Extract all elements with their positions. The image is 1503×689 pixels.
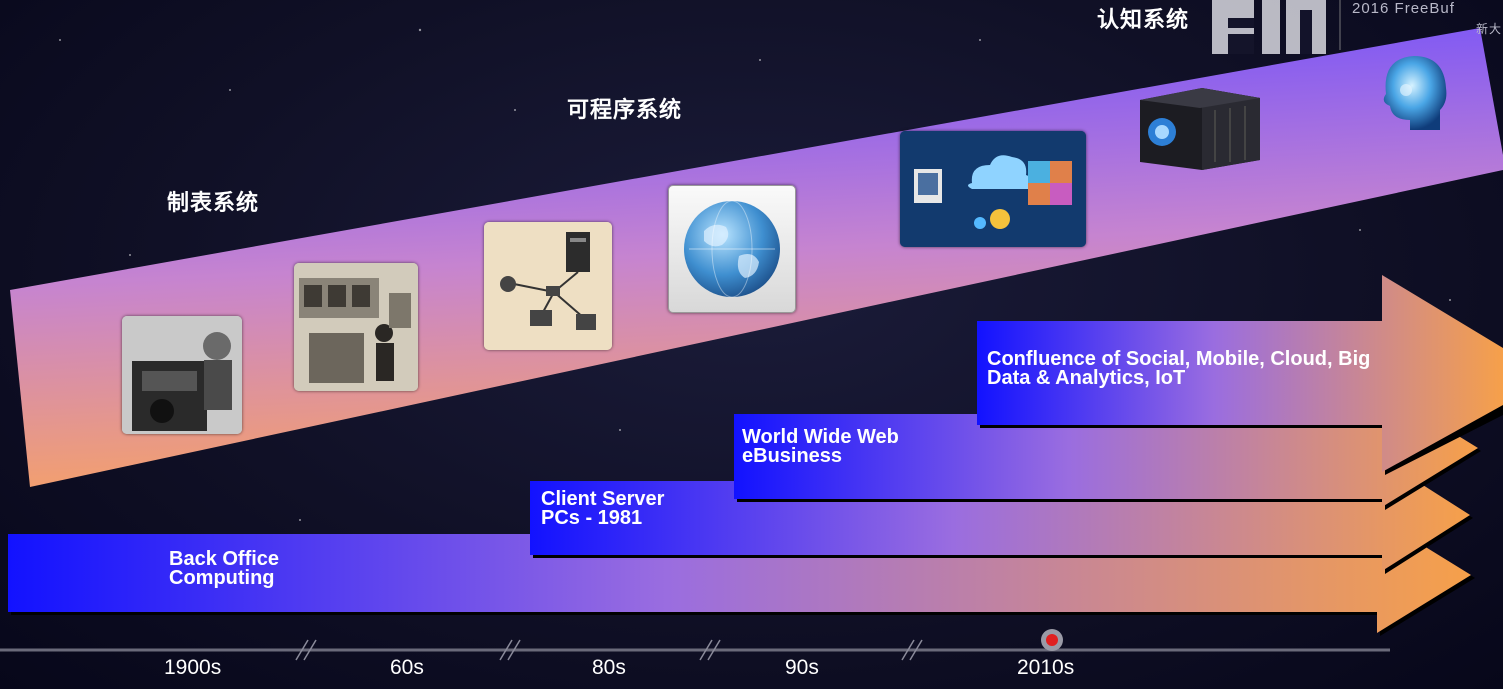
cloud-mobile-network-icon [900,131,1086,247]
arrow-label-confluence: Confluence of Social, Mobile, Cloud, Big… [987,348,1371,389]
era-label-programmable: 可程序系统 [567,98,683,123]
era-label-tabulating: 制表系统 [167,191,260,216]
arrow-label-back-office: Back Office Computing [169,548,280,589]
arrow-label-line: Data & Analytics, IoT [987,367,1186,389]
arrow-label-line: Back Office [169,548,280,570]
arrow-label-line: eBusiness [742,445,843,467]
watermark-line1: 2016 FreeBuf [1352,0,1455,17]
arrow-label-line: World Wide Web [742,426,899,448]
watermark-line2: 新大 [1476,22,1503,36]
timeline-axis [0,639,1390,661]
arrow-label-world-wide-web: World Wide Web eBusiness [742,426,899,467]
arrow-label-line: Computing [169,567,275,589]
mainframe-operator-photo [294,263,418,391]
era-label-cognitive: 认知系统 [1097,8,1190,33]
timeline-tick: 2010s [1017,656,1075,679]
timeline-tick: 80s [592,656,626,679]
timeline-tick: 1900s [164,656,222,679]
watermark-logo [1212,0,1341,54]
client-server-network-icon [484,222,612,350]
ibm-watson-server-icon [1140,70,1260,170]
cognitive-head-icon [1378,52,1450,136]
timeline-tick: 90s [785,656,819,679]
arrow-label-line: PCs - 1981 [541,507,643,529]
arrow-confluence [977,275,1503,475]
arrow-label-line: Client Server [541,488,665,510]
arrow-label-line: Confluence of Social, Mobile, Cloud, Big [987,348,1371,370]
timeline-tick: 60s [390,656,424,679]
globe-icon [668,185,796,313]
punch-card-machine-photo [122,316,242,434]
arrow-label-client-server: Client Server PCs - 1981 [541,488,665,529]
timeline-marker [1041,629,1063,651]
